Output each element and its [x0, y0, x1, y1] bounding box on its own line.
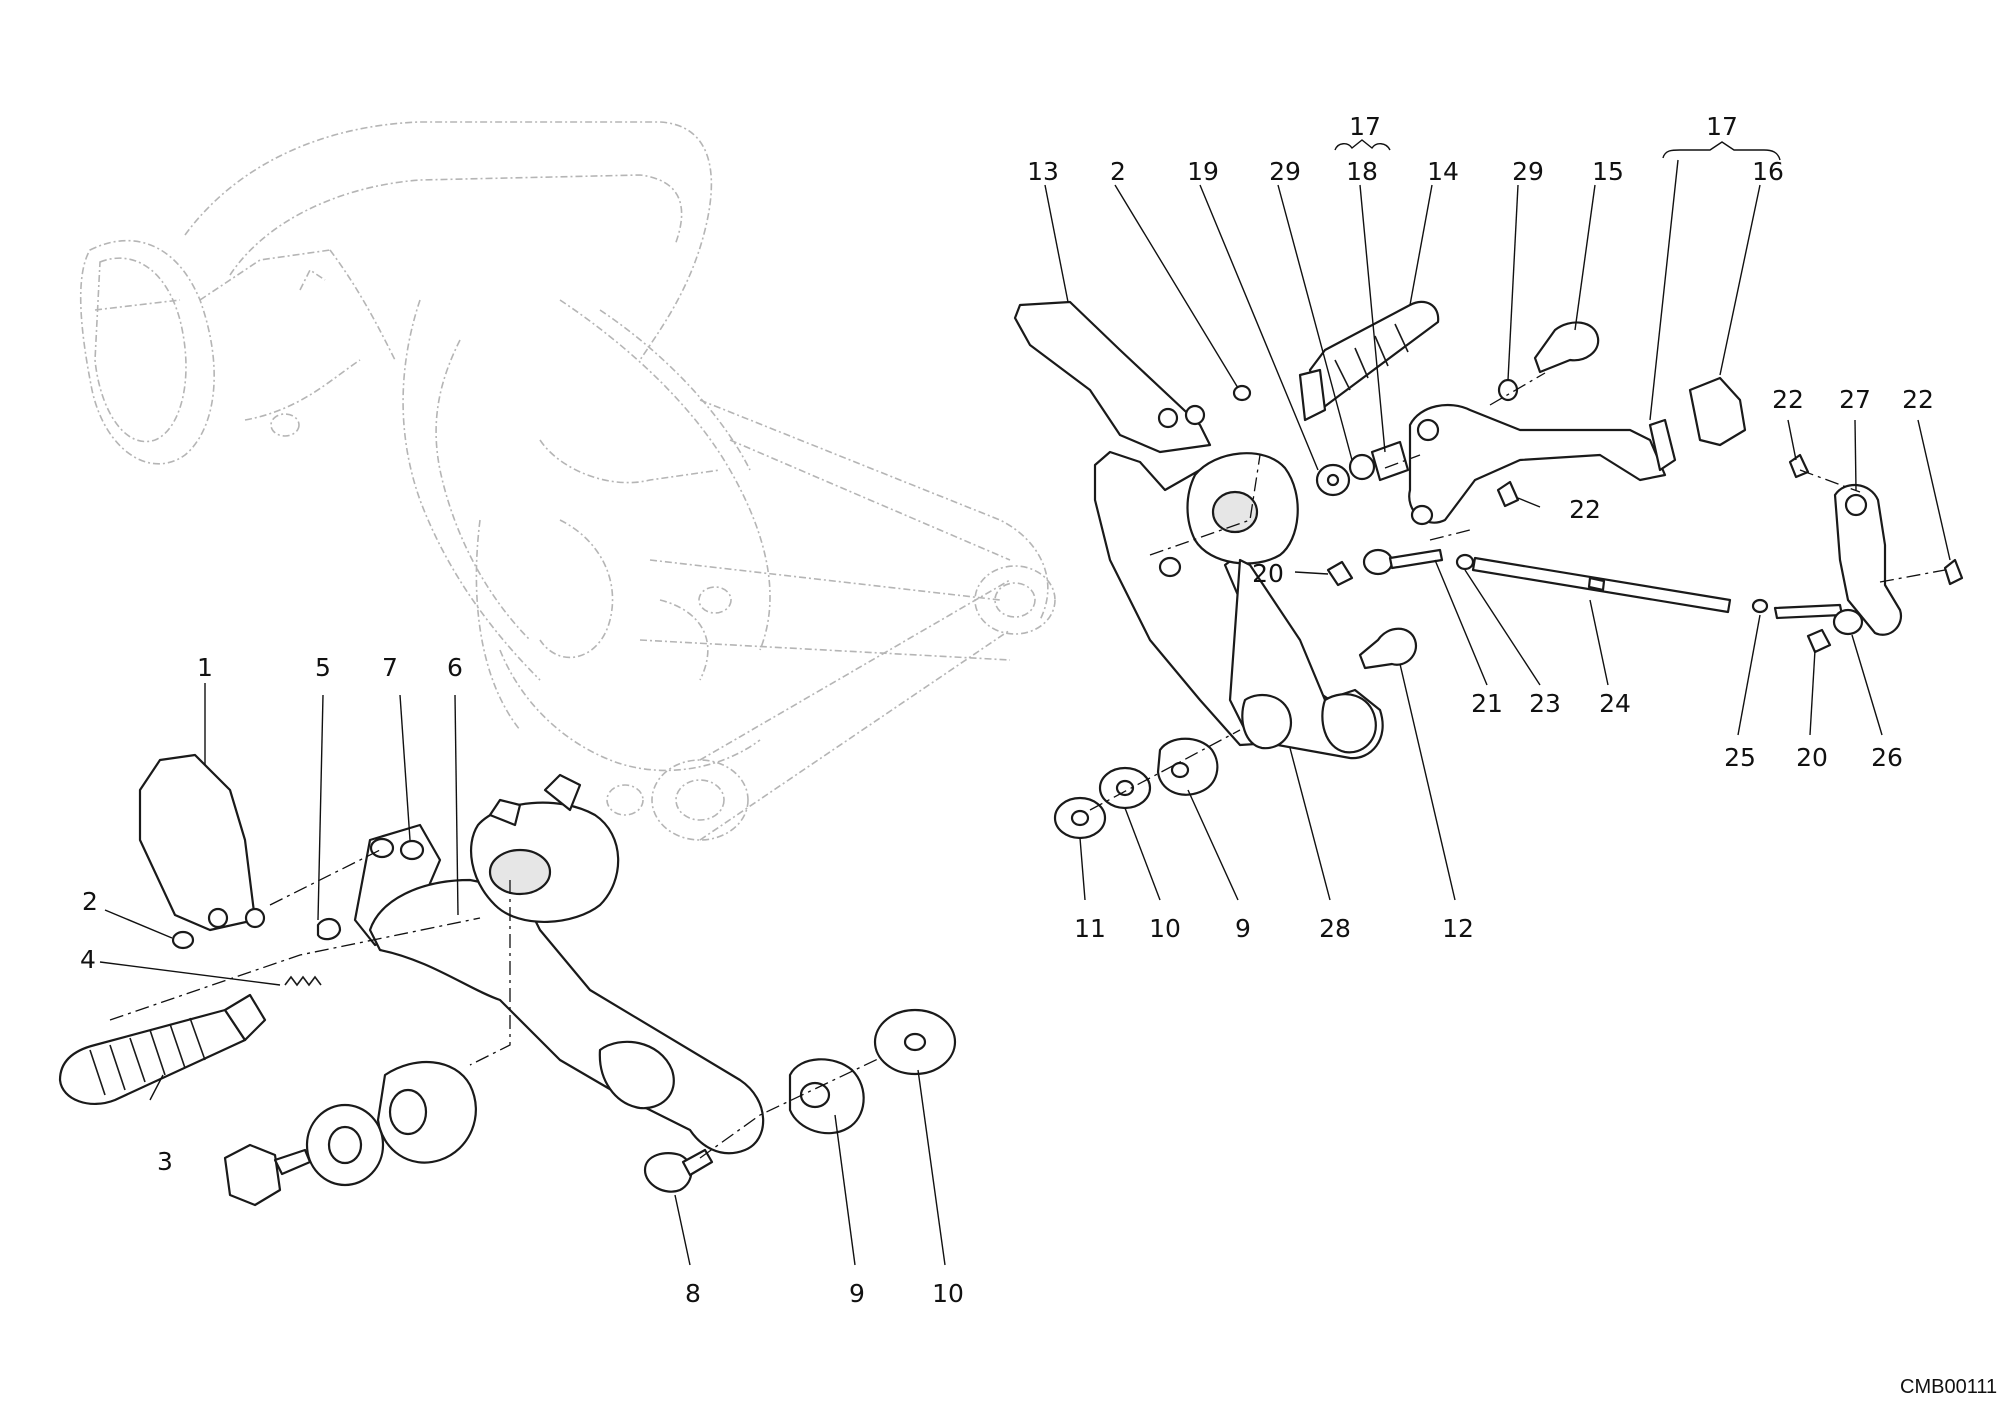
frame-outline: [79, 121, 1056, 841]
callout-29-b: 29: [1512, 157, 1544, 186]
callout-29-a: 29: [1269, 157, 1301, 186]
callout-21: 21: [1471, 689, 1503, 718]
callout-6: 6: [447, 653, 463, 682]
callout-9-right: 9: [1235, 914, 1251, 943]
callout-12: 12: [1442, 914, 1474, 943]
right-assembly: [1013, 300, 1964, 840]
callout-10-right: 10: [1149, 914, 1181, 943]
heel-guard-left: [138, 753, 257, 932]
callout-22-a: 22: [1772, 385, 1804, 414]
callout-25: 25: [1724, 743, 1756, 772]
callout-13: 13: [1027, 157, 1059, 186]
drawing-code: CMB00111: [1900, 1376, 1997, 1398]
callout-28: 28: [1319, 914, 1351, 943]
callout-22-b: 22: [1902, 385, 1934, 414]
callout-18: 18: [1346, 157, 1378, 186]
callout-4: 4: [80, 945, 96, 974]
callout-7: 7: [382, 653, 398, 682]
callout-10-left: 10: [932, 1279, 964, 1308]
callout-2-right: 2: [1110, 157, 1126, 186]
heel-guard-right: [1013, 300, 1212, 454]
callout-5: 5: [315, 653, 331, 682]
callout-1: 1: [197, 653, 213, 682]
callout-16: 16: [1752, 157, 1784, 186]
callout-17-a: 17: [1349, 112, 1381, 141]
callout-2-left: 2: [82, 887, 98, 916]
footpeg-left: [58, 1008, 247, 1105]
left-assembly: [58, 753, 957, 1207]
gear-lever-right: [1408, 403, 1667, 524]
footpeg-right: [1308, 300, 1440, 412]
callout-20-a: 20: [1252, 559, 1284, 588]
callout-19: 19: [1187, 157, 1219, 186]
callout-labels: 1 2 3 4 5 7 6 8 9 10 13 2 19 29 17 18 14…: [80, 112, 1934, 1308]
callout-17-b: 17: [1706, 112, 1738, 141]
callout-26: 26: [1871, 743, 1903, 772]
leader-lines: [99, 139, 1951, 1266]
callout-15: 15: [1592, 157, 1624, 186]
callout-11: 11: [1074, 914, 1106, 943]
callout-8: 8: [685, 1279, 701, 1308]
callout-24: 24: [1599, 689, 1631, 718]
callout-22-c: 22: [1569, 495, 1601, 524]
callout-14: 14: [1427, 157, 1459, 186]
callout-27: 27: [1839, 385, 1871, 414]
callout-3: 3: [157, 1147, 173, 1176]
callout-20-b: 20: [1796, 743, 1828, 772]
callout-23: 23: [1529, 689, 1561, 718]
callout-9-left: 9: [849, 1279, 865, 1308]
